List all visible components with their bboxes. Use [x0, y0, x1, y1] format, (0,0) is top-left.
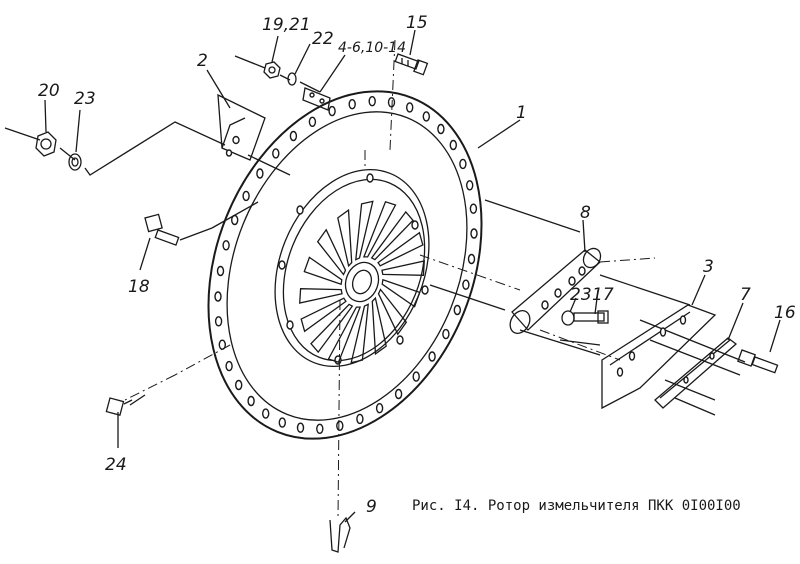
- bolt-hole: [214, 316, 223, 327]
- bolt-hole: [469, 203, 478, 214]
- disc-bolt-holes: [214, 95, 478, 434]
- label-15: 15: [406, 13, 428, 33]
- rotor-blade: [381, 278, 421, 308]
- rotor-blade: [350, 303, 369, 364]
- washer-part-22: [287, 72, 297, 86]
- rotor-blade: [300, 297, 347, 333]
- rotor-blade: [298, 288, 343, 304]
- bolt-hole: [406, 102, 414, 113]
- rotor-hub: [344, 261, 380, 303]
- bolt-hole: [242, 190, 250, 202]
- bolt-hole: [234, 379, 243, 391]
- label-18: 18: [128, 277, 150, 297]
- bolt-hole: [214, 291, 222, 302]
- bolt-hole: [262, 408, 270, 419]
- bolt-hole: [467, 253, 476, 265]
- washer-part-23: [68, 153, 82, 171]
- bolt-hole: [453, 304, 461, 316]
- bolt-hole: [216, 265, 225, 277]
- rotor-blades: [298, 200, 426, 364]
- label-23-right: 23: [570, 285, 592, 305]
- bolt-hole: [387, 97, 396, 108]
- rotor-blade: [362, 200, 397, 258]
- label-8: 8: [580, 203, 591, 223]
- bolt-hole: [412, 371, 420, 382]
- label-7: 7: [740, 285, 751, 305]
- bolt-hole: [225, 360, 233, 372]
- clip-part-9: [329, 516, 351, 553]
- rotor-blade: [370, 210, 414, 261]
- bolt-part-18: [144, 213, 180, 246]
- bolt-part-16: [737, 349, 779, 374]
- bolt-hole: [442, 328, 450, 340]
- figure-caption: Рис. I4. Ротор измельчителя ПКК 0I00I00: [412, 498, 741, 514]
- label-22: 22: [312, 29, 334, 49]
- bolt-hole: [289, 130, 298, 142]
- rotor-blade: [327, 306, 362, 364]
- bolt-hole: [368, 95, 376, 107]
- bolt-hole: [449, 139, 457, 151]
- knife-plate-part-3: [601, 304, 717, 410]
- label-20: 20: [38, 81, 60, 101]
- bolt-hole: [256, 168, 264, 179]
- rotor-disc: [207, 90, 483, 440]
- label-17: 17: [592, 285, 614, 305]
- center-lines: [124, 39, 656, 521]
- nut-part-20: [35, 131, 57, 157]
- bolt-part-17: [561, 310, 609, 326]
- label-24: 24: [105, 455, 127, 475]
- bolt-hole: [278, 417, 286, 428]
- hub-holes: [278, 173, 429, 365]
- strip-part-7: [654, 337, 738, 409]
- label-9: 9: [366, 497, 377, 517]
- label-leaders: [44, 29, 781, 523]
- rotor-blade: [316, 228, 347, 276]
- bolt-hole: [308, 116, 317, 128]
- rotor-blade: [303, 256, 343, 286]
- label-2: 2: [197, 51, 208, 71]
- bolt-part-15: [394, 53, 429, 76]
- bolt-hole: [316, 423, 324, 434]
- bolt-hole: [296, 422, 305, 433]
- bolt-hole: [328, 105, 336, 117]
- label-23-left: 23: [74, 89, 96, 109]
- bracket-part-2: [217, 93, 266, 161]
- bolt-hole: [356, 413, 364, 425]
- bolt-hole: [470, 228, 478, 239]
- plate-part-4: [302, 87, 331, 111]
- rotor-blade: [371, 296, 387, 356]
- bolt-hole: [422, 111, 430, 122]
- axis-lines: [4, 55, 746, 416]
- rotor-blade: [355, 200, 374, 261]
- bolt-hole: [272, 148, 280, 159]
- label-19-21: 19,21: [262, 15, 311, 35]
- bolt-part-24: [105, 397, 133, 416]
- rotor-blade: [381, 260, 426, 276]
- rotor-blade: [310, 303, 354, 354]
- label-1: 1: [516, 103, 527, 123]
- bolt-hole: [348, 98, 356, 110]
- bolt-hole: [247, 395, 255, 407]
- bolt-hole: [222, 240, 230, 251]
- bolt-hole: [437, 123, 445, 135]
- bolt-hole: [466, 180, 474, 191]
- label-3: 3: [703, 257, 714, 277]
- part-labels: 1 2 3 7 8 9 15 16 17 18 19,21 20 22 23 2…: [38, 13, 796, 517]
- bolt-hole: [336, 420, 344, 431]
- bolt-hole: [459, 158, 467, 170]
- label-4-6-10-14: 4-6,10-14: [338, 40, 406, 56]
- bolt-hole: [428, 351, 436, 362]
- rotor-blade: [377, 288, 408, 336]
- nut-part-19-21: [263, 61, 281, 79]
- label-16: 16: [774, 303, 796, 323]
- rotor-blade: [337, 208, 353, 268]
- bolt-hole: [375, 403, 384, 414]
- arm-part-8: [509, 247, 602, 334]
- bolt-hole: [394, 388, 403, 400]
- bolt-hole: [462, 279, 470, 290]
- rotor-blade: [377, 231, 424, 267]
